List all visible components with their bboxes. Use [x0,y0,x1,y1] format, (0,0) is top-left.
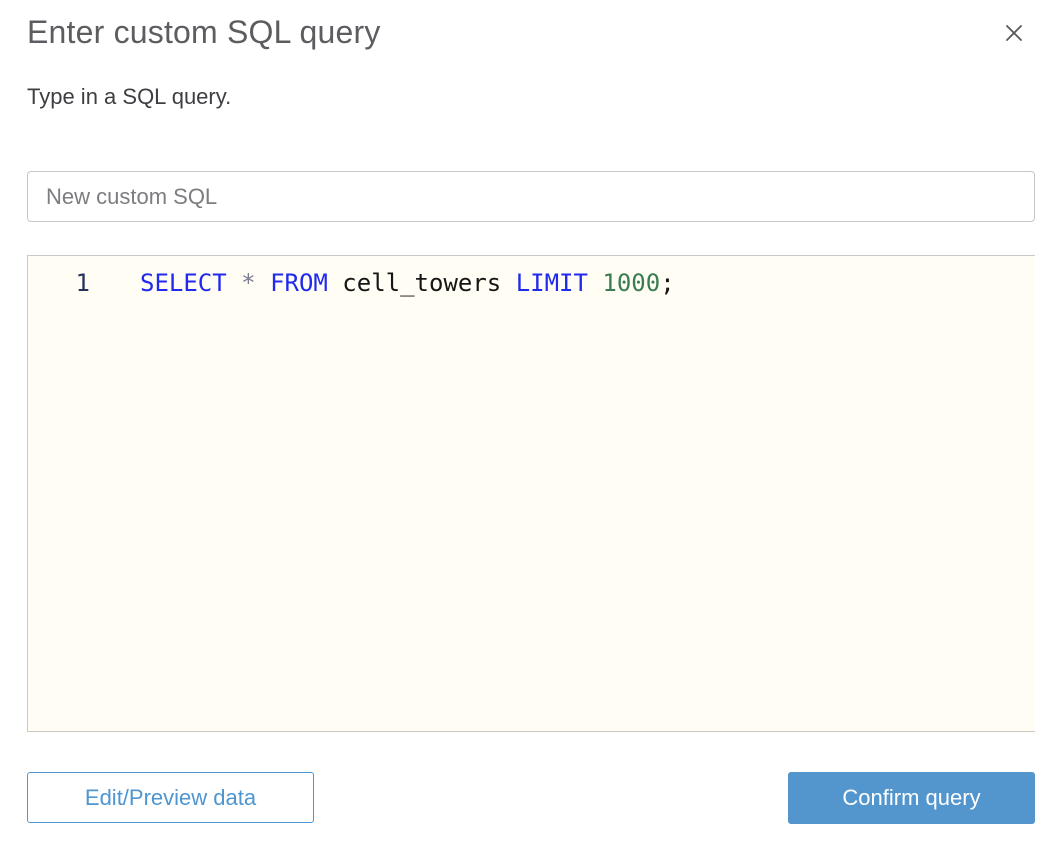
close-button[interactable] [999,18,1029,48]
line-number: 1 [75,269,90,297]
close-icon [1006,25,1022,41]
dialog-title: Enter custom SQL query [27,14,381,50]
dialog-subtitle: Type in a SQL query. [27,84,232,109]
code-text: SELECT * FROM cell_towers LIMIT 1000; [140,269,675,297]
confirm-query-button[interactable]: Confirm query [788,772,1035,824]
code-line: 1 SELECT * FROM cell_towers LIMIT 1000; [28,267,1035,299]
custom-sql-name-input[interactable] [27,171,1035,222]
sql-code-editor[interactable]: 1 SELECT * FROM cell_towers LIMIT 1000; [27,255,1035,732]
edit-preview-data-button[interactable]: Edit/Preview data [27,772,314,823]
editor-lines: 1 SELECT * FROM cell_towers LIMIT 1000; [28,267,1035,299]
